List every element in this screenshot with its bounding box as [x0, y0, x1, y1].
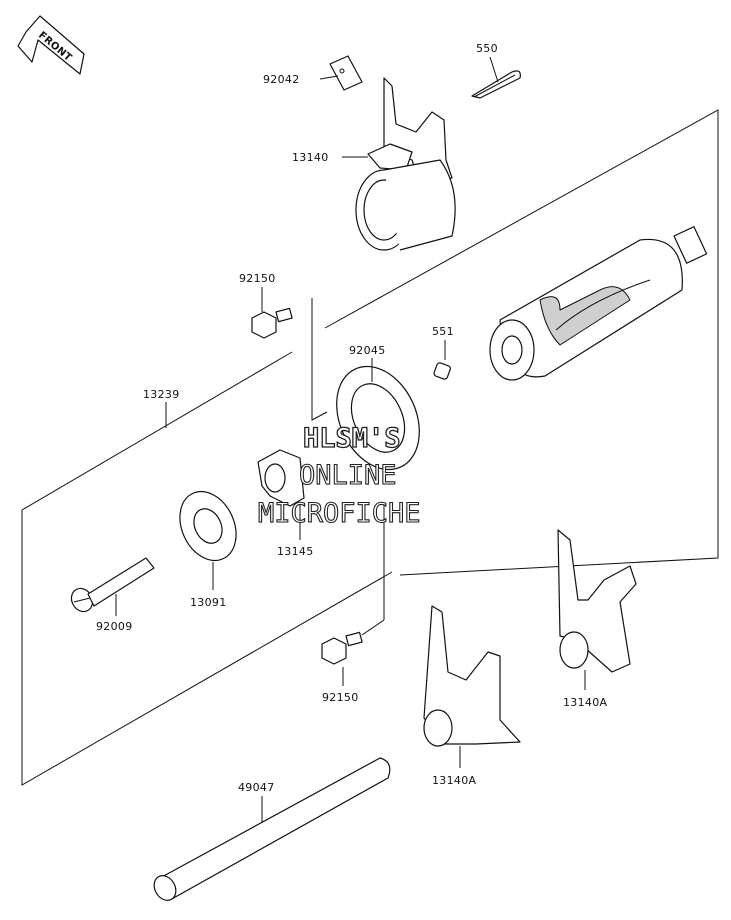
part-92150-bolt-top: 92150 [239, 272, 293, 339]
label-92150-top: 92150 [239, 272, 276, 285]
part-550-cotter-pin: 550 [471, 42, 521, 99]
watermark-line-2: ONLINE [299, 460, 397, 491]
watermark-line-3: MICROFICHE [258, 498, 421, 529]
part-92150-bolt-bottom: 92150 [321, 502, 385, 704]
part-92045-bearing: 92045 [336, 344, 420, 471]
part-551-pin: 551 [432, 325, 454, 380]
front-arrow-icon: FRONT [17, 15, 85, 75]
label-550: 550 [476, 42, 498, 55]
label-92009: 92009 [96, 620, 133, 633]
part-13140-shift-fork: 13140 [292, 77, 456, 251]
label-92150-bottom: 92150 [322, 691, 359, 704]
watermark: HLSM'S ONLINE MICROFICHE [257, 422, 421, 529]
label-13140A-right: 13140A [563, 696, 607, 709]
part-92042-plate: 92042 [263, 55, 363, 91]
label-13239: 13239 [143, 388, 180, 401]
part-13239-assembly-callout: 13239 [143, 388, 180, 428]
part-92009-screw: 92009 [70, 557, 155, 633]
part-13140A-fork-right: 13140A [557, 529, 637, 709]
label-13140A-left: 13140A [432, 774, 476, 787]
label-13145: 13145 [277, 545, 314, 558]
label-92042: 92042 [263, 73, 300, 86]
label-13140: 13140 [292, 151, 329, 164]
part-13140A-fork-left: 13140A [423, 605, 521, 787]
part-49047-shaft: 49047 [153, 757, 391, 901]
part-13091-washer: 13091 [179, 490, 237, 609]
part-13145-holder: 13145 [257, 449, 314, 558]
label-92045: 92045 [349, 344, 386, 357]
label-13091: 13091 [190, 596, 227, 609]
part-shift-drum [489, 226, 708, 381]
label-551: 551 [432, 325, 454, 338]
watermark-line-1: HLSM'S [303, 423, 401, 454]
label-49047: 49047 [238, 781, 275, 794]
